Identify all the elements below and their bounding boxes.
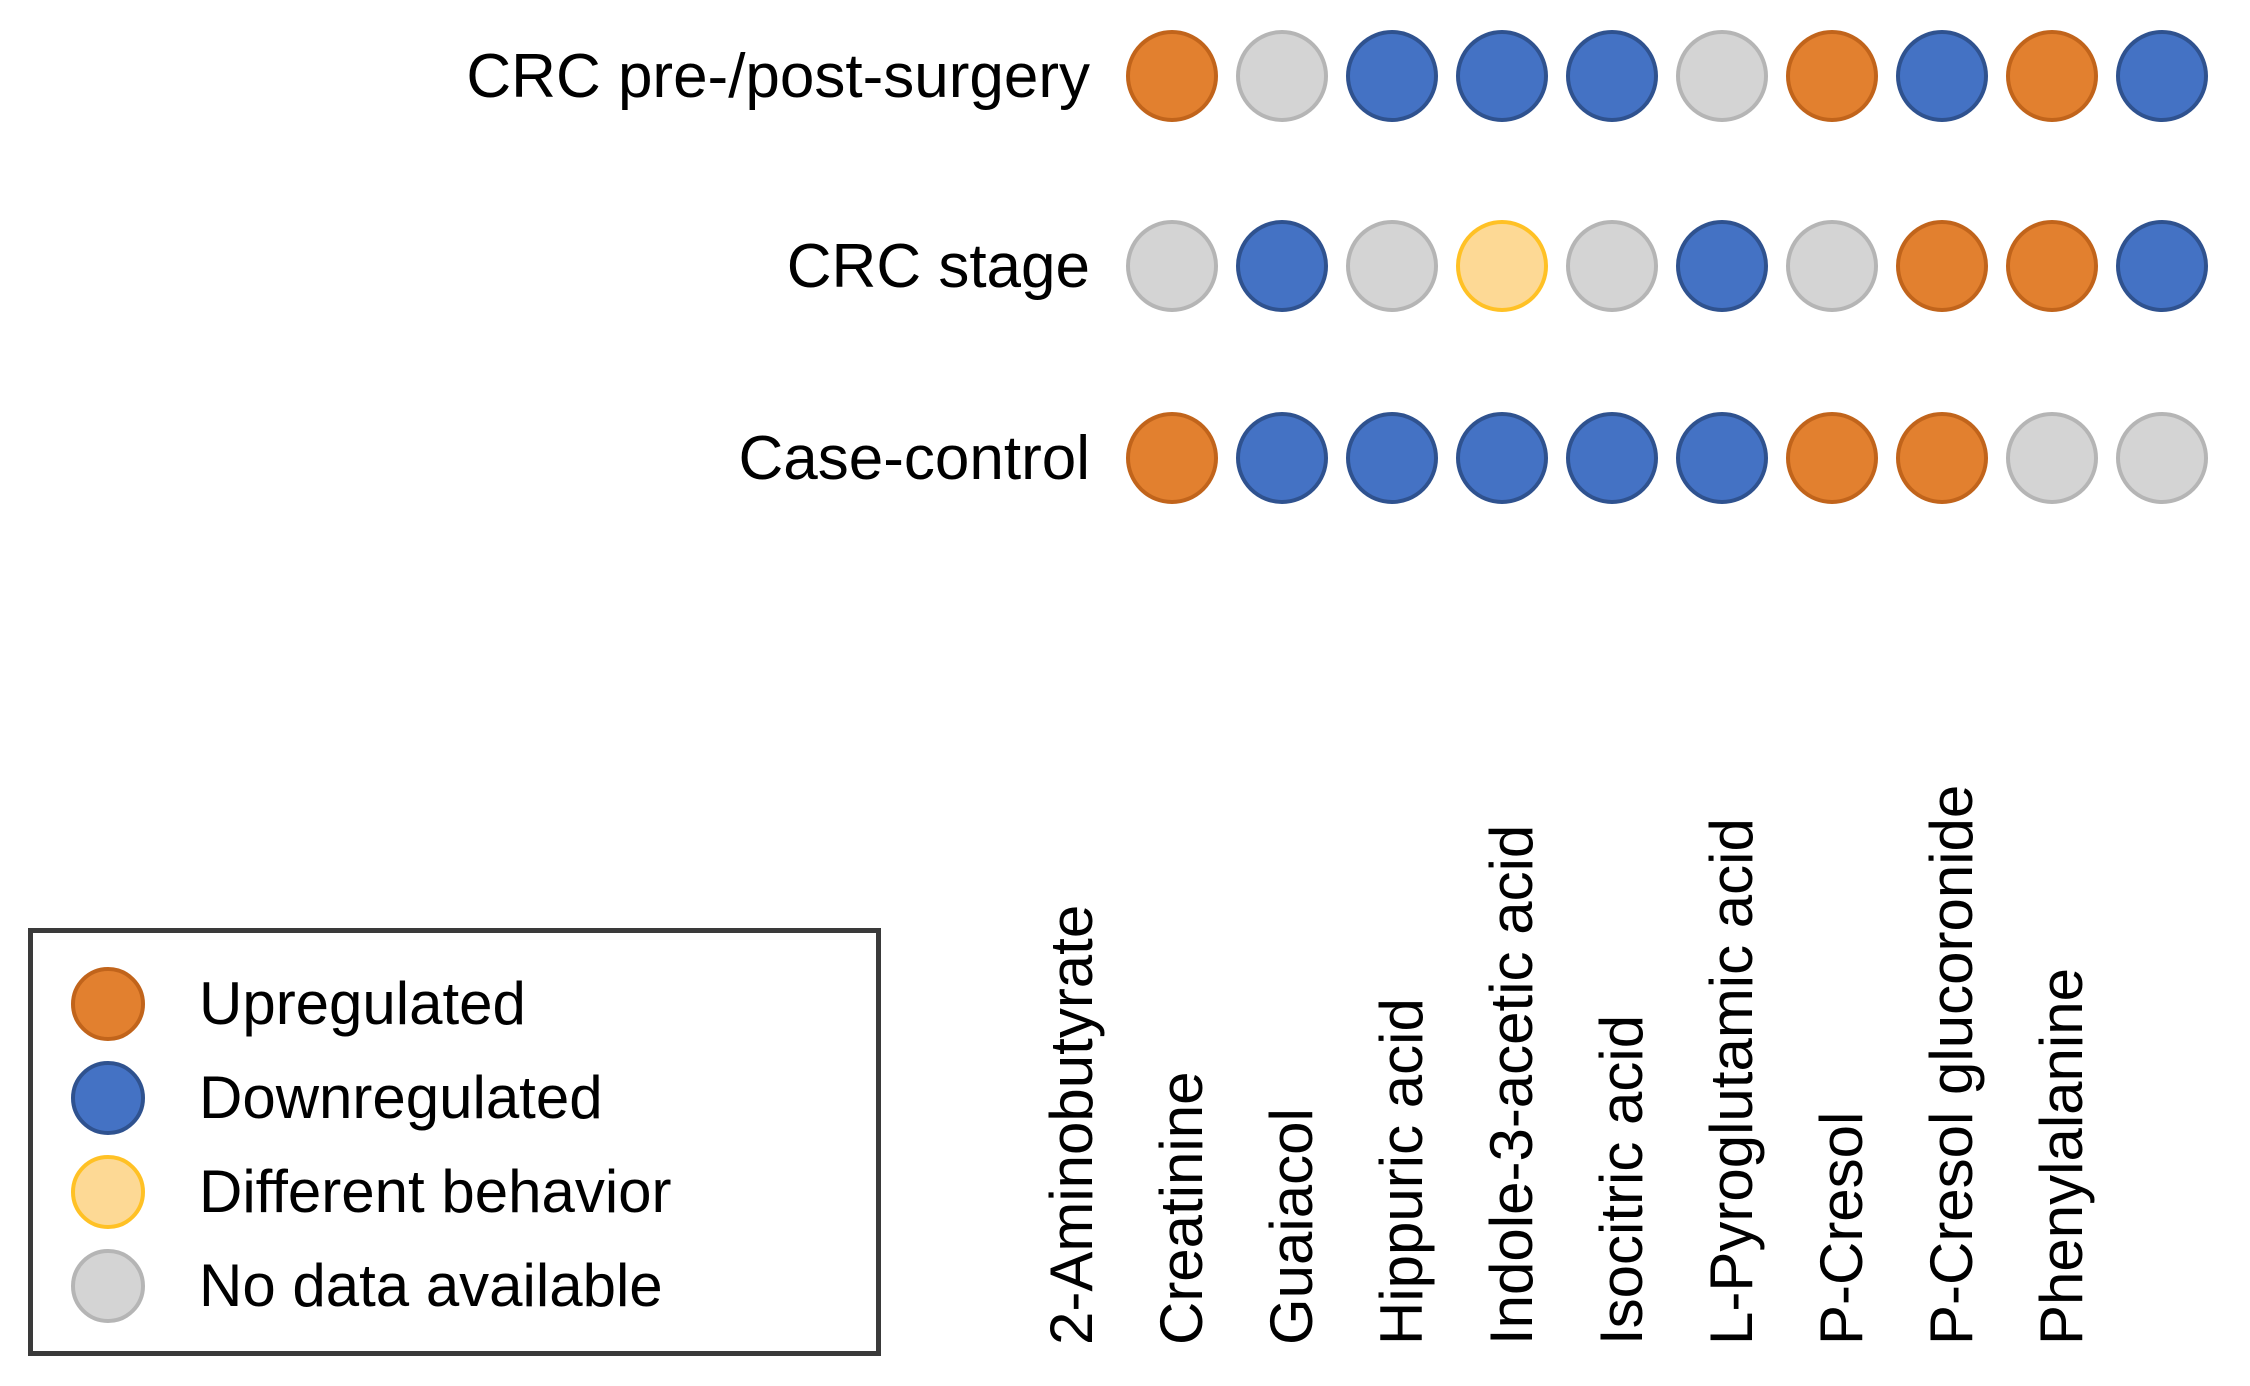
legend-label-downregulated: Downregulated [199,1064,603,1131]
dot-crc-pre-post-surgery-guaiacol [1346,30,1438,122]
legend-item-no-data-available: No data available [71,1239,672,1333]
legend-item-downregulated: Downregulated [71,1051,672,1145]
legend-swatch-upregulated-icon [71,967,145,1041]
column-label-guaiacol: Guaiacol [1258,1108,1325,1345]
row-label-crc-pre-post-surgery: CRC pre-/post-surgery [466,42,1090,111]
column-label-phenylalanine: Phenylalanine [2028,968,2095,1345]
dot-crc-pre-post-surgery-l-pyroglutamic-acid [1786,30,1878,122]
dot-crc-stage-indole-3-acetic-acid [1566,220,1658,312]
dot-case-control-creatinine [1236,412,1328,504]
legend-label-different-behavior: Different behavior [199,1158,672,1225]
column-label-indole-3-acetic-acid: Indole-3-acetic acid [1478,824,1545,1345]
dot-crc-stage-p-cresol [1896,220,1988,312]
dot-case-control-hippuric-acid [1456,412,1548,504]
legend-swatch-no-data-available-icon [71,1249,145,1323]
legend-item-list: Upregulated Downregulated Different beha… [71,957,672,1333]
row-label-crc-stage: CRC stage [786,232,1090,301]
legend-swatch-downregulated-icon [71,1061,145,1135]
legend-box: Upregulated Downregulated Different beha… [28,928,881,1356]
dot-crc-stage-isocitric-acid [1676,220,1768,312]
dot-matrix [0,0,2250,540]
dot-case-control-phenylalanine [2116,412,2208,504]
legend-label-no-data-available: No data available [199,1252,663,1319]
column-label-hippuric-acid: Hippuric acid [1368,998,1435,1345]
column-label-p-cresol: P-Cresol [1808,1111,1875,1345]
dot-crc-stage-phenylalanine [2116,220,2208,312]
dot-crc-stage-p-cresol-glucoronide [2006,220,2098,312]
dot-case-control-p-cresol-glucoronide [2006,412,2098,504]
column-label-l-pyroglutamic-acid: L-Pyroglutamic acid [1698,818,1765,1345]
dot-case-control-indole-3-acetic-acid [1566,412,1658,504]
dot-crc-stage-l-pyroglutamic-acid [1786,220,1878,312]
dot-crc-stage-hippuric-acid [1456,220,1548,312]
dot-crc-pre-post-surgery-isocitric-acid [1676,30,1768,122]
column-label-creatinine: Creatinine [1148,1071,1215,1346]
dot-crc-pre-post-surgery-phenylalanine [2116,30,2208,122]
dot-crc-pre-post-surgery-indole-3-acetic-acid [1566,30,1658,122]
legend-item-different-behavior: Different behavior [71,1145,672,1239]
dot-case-control-guaiacol [1346,412,1438,504]
dot-case-control-isocitric-acid [1676,412,1768,504]
dot-crc-pre-post-surgery-p-cresol-glucoronide [2006,30,2098,122]
dot-case-control-2-aminobutyrate [1126,412,1218,504]
dot-crc-stage-guaiacol [1346,220,1438,312]
dot-crc-pre-post-surgery-2-aminobutyrate [1126,30,1218,122]
dot-crc-pre-post-surgery-hippuric-acid [1456,30,1548,122]
legend-label-upregulated: Upregulated [199,970,526,1037]
dot-crc-pre-post-surgery-p-cresol [1896,30,1988,122]
dot-case-control-p-cresol [1896,412,1988,504]
row-label-case-control: Case-control [738,424,1090,493]
dot-case-control-l-pyroglutamic-acid [1786,412,1878,504]
legend-swatch-different-behavior-icon [71,1155,145,1229]
row-label-group: CRC pre-/post-surgery CRC stage Case-con… [0,0,1090,540]
column-label-p-cresol-glucoronide: P-Cresol glucoronide [1918,784,1985,1345]
dot-crc-stage-creatinine [1236,220,1328,312]
column-label-2-aminobutyrate: 2-Aminobutyrate [1038,904,1105,1345]
dot-crc-stage-2-aminobutyrate [1126,220,1218,312]
column-label-isocitric-acid: Isocitric acid [1588,1014,1655,1345]
legend-item-upregulated: Upregulated [71,957,672,1051]
dot-crc-pre-post-surgery-creatinine [1236,30,1328,122]
